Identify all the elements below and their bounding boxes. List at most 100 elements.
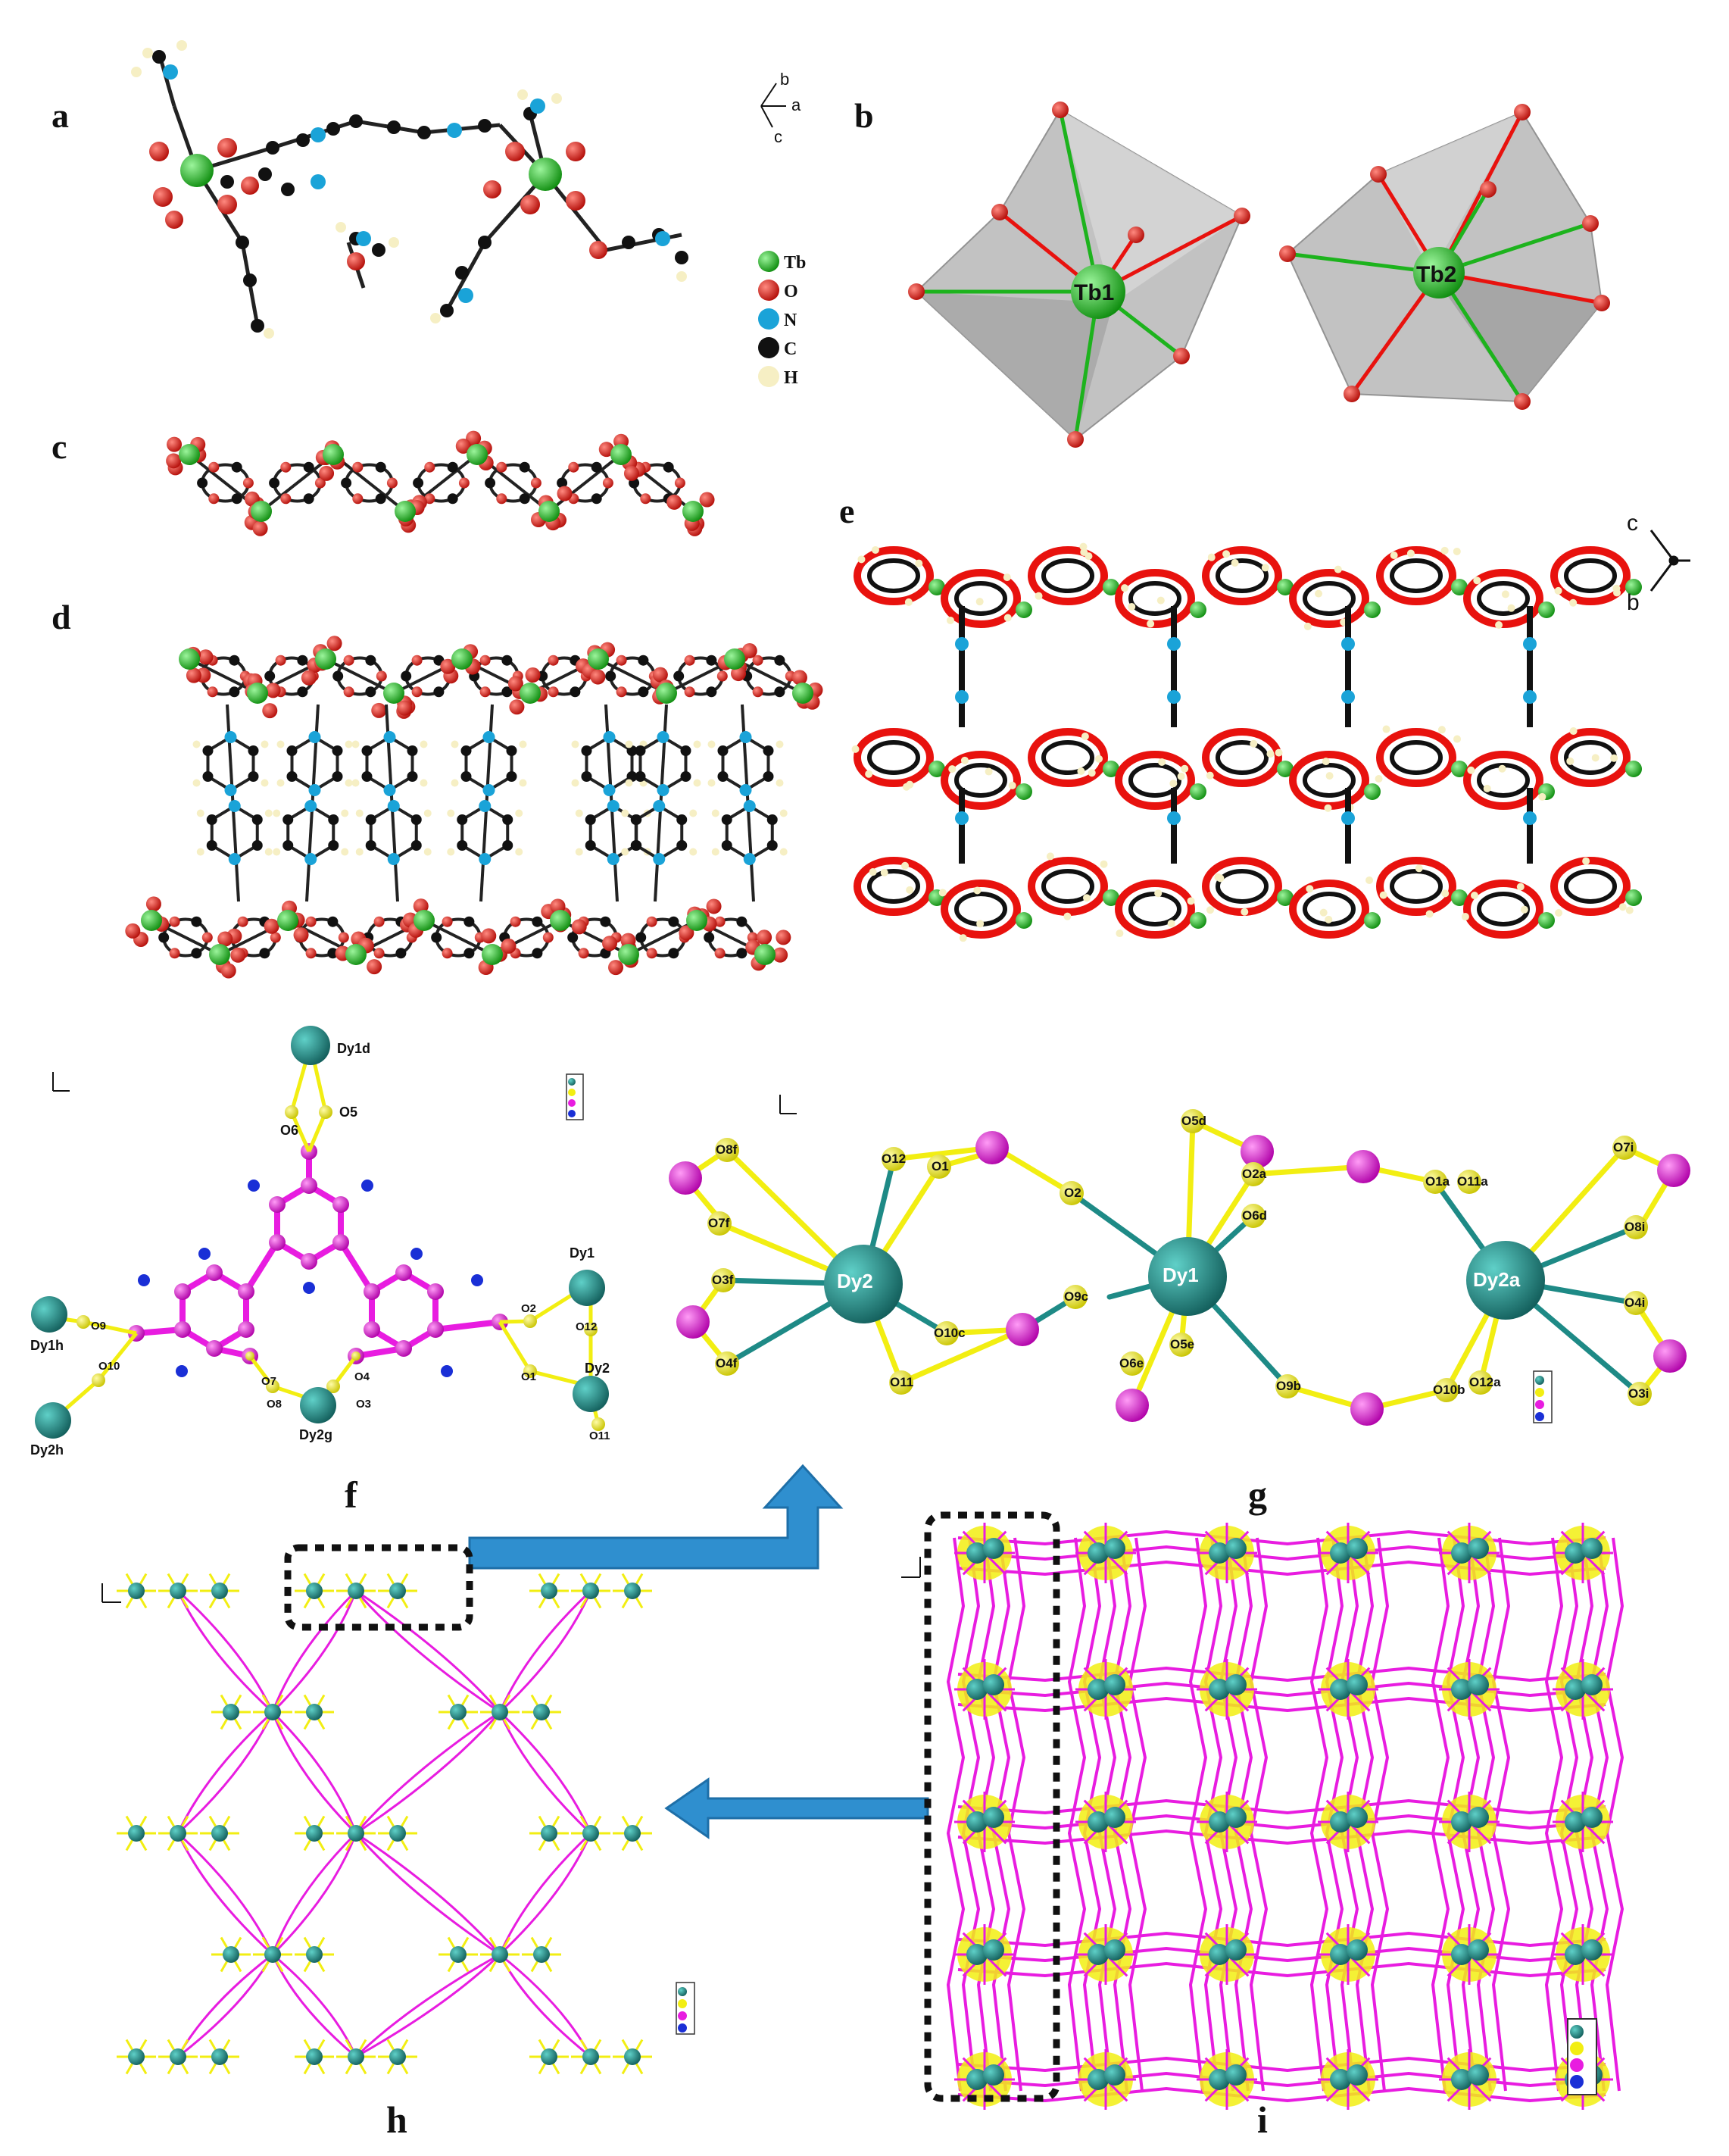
f-label-o10: O10 [98, 1360, 120, 1373]
dy-atom [966, 1811, 988, 1833]
tb-atom [656, 683, 677, 704]
axis-label-c: c [774, 127, 782, 146]
c-atom [365, 686, 376, 698]
c-atom [286, 771, 298, 782]
g-dy-atoms [824, 1237, 1545, 1323]
dy-atom [1088, 1944, 1109, 1965]
dy-atom [1104, 1939, 1125, 1961]
axis-label-b: b [780, 70, 789, 89]
c-atom [673, 670, 685, 682]
n-atom [224, 731, 237, 743]
h-atom [341, 848, 349, 856]
c-atom [680, 771, 691, 782]
c-ring [1390, 740, 1443, 775]
o-atom [598, 442, 614, 458]
n-atom [1523, 637, 1537, 651]
dy-atom [1581, 1807, 1603, 1828]
tb-atom [1190, 912, 1206, 929]
dy-atom [966, 2069, 988, 2090]
h-atom [351, 779, 360, 787]
c-atom [506, 771, 517, 782]
h-atom [1063, 912, 1072, 920]
o-atom [602, 477, 613, 489]
tb-atom [383, 683, 404, 704]
o-atom [509, 699, 525, 715]
dy-atom [450, 1946, 467, 1963]
c-atom [635, 932, 647, 943]
linker-vertical [1605, 1537, 1624, 2092]
h-atom [1206, 906, 1214, 914]
tb-atom [550, 910, 571, 931]
c-atom [457, 814, 468, 825]
panel-label-i: i [1257, 2098, 1268, 2141]
h-atom [1625, 906, 1634, 914]
o-ring [1289, 569, 1369, 628]
tb-atom [1538, 601, 1555, 618]
n-atom [482, 784, 495, 796]
linker-horizontal [957, 1681, 1606, 1698]
h-atom [946, 616, 954, 624]
c-atoms [152, 50, 688, 333]
c-ring [1303, 581, 1356, 616]
f-dy2h-atom [35, 1402, 71, 1439]
tb-atom [209, 944, 230, 965]
c-atom [706, 655, 717, 666]
dy-atom [1104, 1807, 1125, 1828]
h-atom [865, 770, 873, 778]
axis-triad-a: b a c [760, 70, 801, 146]
o-atom [270, 932, 281, 943]
h-atom [938, 889, 947, 897]
h-atom [689, 848, 698, 856]
o-atom [125, 923, 141, 939]
c-atom [282, 840, 294, 851]
dy-atom [1581, 1939, 1603, 1961]
panel-i: i [901, 1511, 1624, 2141]
o-atom [568, 461, 579, 473]
o-atom [198, 649, 214, 665]
o-ring [854, 857, 934, 916]
tb2-polyhedron: Tb2 [1279, 104, 1610, 410]
dy-atom [966, 1542, 988, 1564]
tb-atom [1190, 601, 1206, 618]
c-atom [460, 745, 472, 756]
c-atom [365, 655, 376, 666]
o-atom [776, 930, 791, 945]
h-atom [1266, 750, 1275, 758]
o-ring [1115, 569, 1195, 628]
tb-atom [315, 648, 336, 670]
h-atom [192, 740, 201, 748]
chain-bond [325, 658, 395, 695]
dy-3d-framework [946, 1523, 1624, 2110]
h-atom [423, 809, 432, 817]
g-label-o5e: O5e [1170, 1337, 1194, 1351]
dy-atom [983, 1538, 1004, 1559]
h-atom [857, 555, 866, 564]
c-ring [954, 763, 1007, 798]
h-atom [1100, 860, 1108, 868]
linker [271, 1833, 357, 1956]
tb-atom [1103, 761, 1119, 777]
legend-dy-i [1567, 2018, 1597, 2095]
linker-vertical [1249, 1537, 1269, 2092]
axis-label-e-c: c [1627, 511, 1638, 536]
dy-atom [389, 1825, 406, 1842]
o-atom [186, 667, 201, 683]
tb-atom [610, 444, 632, 465]
tb-atom [482, 944, 503, 965]
n-atom [955, 811, 969, 825]
o-atom [367, 959, 382, 975]
o-atom [752, 655, 763, 666]
h-atom [1566, 757, 1575, 765]
o-atom [714, 948, 726, 959]
c-ring [954, 581, 1007, 616]
dy-atom [966, 1944, 988, 1965]
tb-atom [520, 683, 541, 704]
g-label-o1: O1 [932, 1159, 949, 1173]
h-atom [693, 779, 701, 787]
o-atom [305, 916, 317, 927]
h-atom [351, 740, 360, 748]
tb-atom [1016, 601, 1032, 618]
f-dy1h-atom [31, 1296, 67, 1333]
linker [498, 1832, 592, 1955]
linker-vertical [1007, 1537, 1026, 2092]
